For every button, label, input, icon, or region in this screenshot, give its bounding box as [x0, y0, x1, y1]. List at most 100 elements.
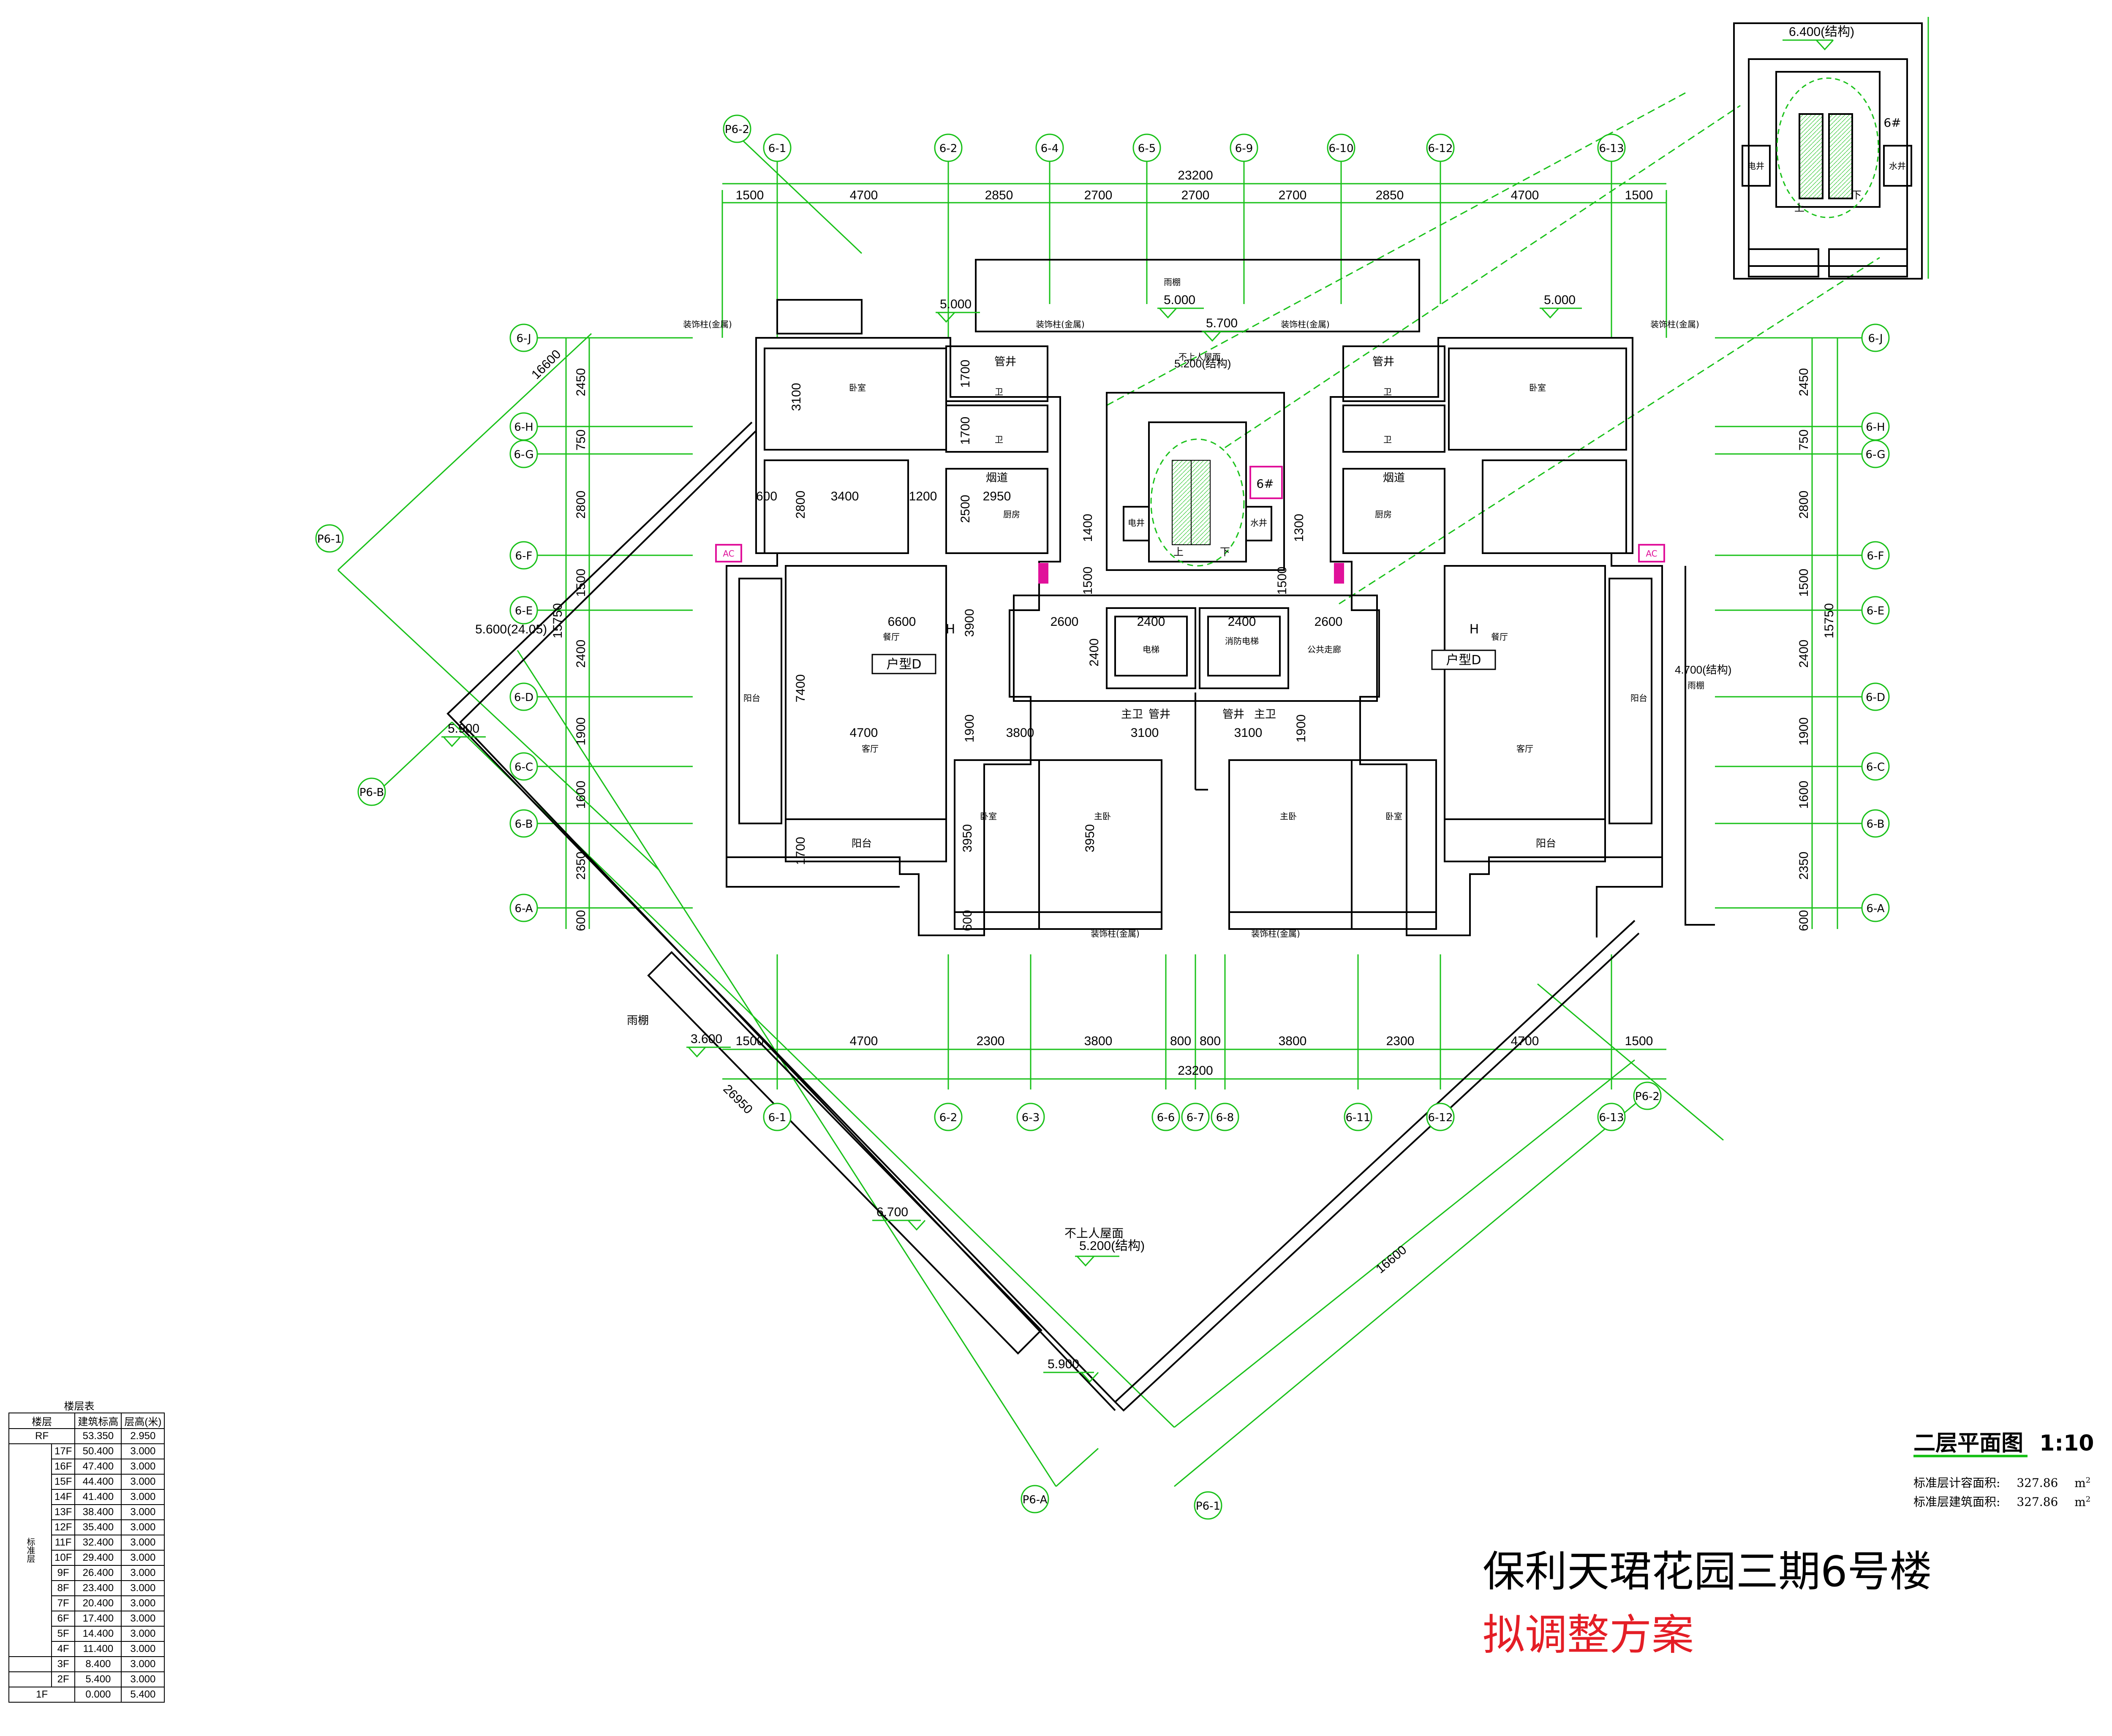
dim-bottom-seg-7: 3800	[1279, 1034, 1307, 1048]
dim-left-seg-5: 2400	[574, 640, 588, 668]
label-deco-2: 装饰柱(金属)	[1036, 319, 1085, 329]
dim-inner-7: 1200	[909, 489, 937, 503]
label-h-1: H	[946, 622, 955, 637]
dim-right-seg-7: 1600	[1797, 781, 1811, 809]
dim-inner-13: 1500	[1275, 567, 1289, 595]
height-cell: 3.000	[121, 1626, 165, 1642]
dim-bottom-seg-6: 800	[1200, 1034, 1221, 1048]
height-cell: 3.000	[121, 1535, 165, 1551]
elevation-cell: 23.400	[74, 1580, 122, 1596]
elevation-cell: 14.400	[74, 1626, 122, 1642]
axis-left-b: 6-B	[515, 818, 533, 831]
axis-top-2: 6-2	[939, 142, 957, 155]
label-elec: 电井	[1128, 518, 1145, 528]
dim-bottom-seg-10: 1500	[1625, 1034, 1653, 1048]
label-water: 水井	[1250, 518, 1267, 528]
magenta-markers	[715, 466, 1665, 584]
dim-inner-18: 2600	[1315, 615, 1343, 629]
dim-inner-29: 3950	[1083, 824, 1097, 853]
elev-5200-b: 5.200(结构)	[1079, 1239, 1145, 1253]
floor-cell: 6F	[51, 1611, 76, 1627]
label-canopy-top: 雨棚	[1164, 277, 1181, 287]
axis-top-7: 6-12	[1428, 142, 1453, 155]
dim-right-seg-9: 600	[1797, 910, 1811, 931]
label-detail-building-no: 6#	[1883, 116, 1901, 130]
area-label-1: 标准层计容面积:	[1913, 1476, 2000, 1490]
dim-inner-24: 1900	[963, 715, 977, 743]
elevation-cell: 8.400	[74, 1656, 122, 1672]
axis-diag-top: P6-2	[725, 123, 749, 136]
dim-left-seg-2: 750	[574, 429, 588, 451]
height-cell: 3.000	[121, 1641, 165, 1657]
dim-left-seg-9: 600	[574, 910, 588, 931]
floor-cell: 3F	[51, 1656, 76, 1672]
height-cell: 3.000	[121, 1611, 165, 1627]
label-flue-1: 烟道	[986, 472, 1008, 484]
label-detail-elec: 电井	[1747, 161, 1764, 171]
axis-left-d: 6-D	[514, 691, 533, 704]
dim-bottom-seg-2: 4700	[850, 1034, 878, 1048]
floor-cell: 13F	[51, 1504, 76, 1520]
label-up: 上	[1173, 546, 1184, 558]
label-living-2: 客厅	[1516, 744, 1533, 754]
walls	[446, 259, 1715, 1412]
axis-left-g: 6-G	[514, 448, 533, 461]
dim-diag-long: 26950	[721, 1082, 755, 1117]
floor-col-header: 楼层	[8, 1413, 76, 1429]
elev-5700: 5.700	[1206, 316, 1238, 330]
axis-diag-p6a: P6-A	[1023, 1494, 1048, 1506]
label-master-bed-2: 主卧	[1280, 811, 1297, 821]
floor-cell: 10F	[51, 1550, 76, 1566]
dim-inner-28: 3950	[961, 824, 974, 853]
dim-inner-15: 2600	[1051, 615, 1079, 629]
label-kitchen-2: 厨房	[1375, 509, 1392, 519]
floor-table-header: 楼层 建筑标高 层高(米)	[8, 1413, 165, 1429]
elev-5000-a: 5.000	[940, 297, 972, 311]
axis-left-e: 6-E	[515, 605, 533, 617]
axis-top-8: 6-13	[1599, 142, 1624, 155]
label-dining-1: 餐厅	[883, 632, 900, 642]
elev-5600: 5.600(24.05)	[475, 622, 547, 636]
dim-right-seg-5: 2400	[1797, 640, 1811, 668]
floor-cell: 8F	[51, 1580, 76, 1596]
label-deco-5: 装饰柱(金属)	[1091, 929, 1140, 939]
dim-top-seg-1: 1500	[736, 188, 764, 202]
axis-bubbles	[315, 114, 1890, 1520]
floor-cell: 9F	[51, 1565, 76, 1581]
project-title: 保利天珺花园三期6号楼	[1483, 1547, 1932, 1596]
elevation-cell: 32.400	[74, 1535, 122, 1551]
height-cell: 3.000	[121, 1504, 165, 1520]
axis-bottom-2: 6-2	[939, 1111, 957, 1124]
dim-left-seg-6: 1900	[574, 717, 588, 746]
label-detail-up: 上	[1794, 202, 1804, 214]
floor-cell: 11F	[51, 1535, 76, 1551]
elevation-cell: 17.400	[74, 1611, 122, 1627]
dim-inner-21: 7400	[794, 674, 808, 703]
label-lift-note: 消防电梯	[1225, 636, 1259, 646]
label-master-bath-1: 主卫	[1121, 708, 1143, 721]
label-dining-2: 餐厅	[1491, 632, 1508, 642]
height-cell: 3.000	[121, 1459, 165, 1475]
elev-5200: 5.200(结构)	[1174, 357, 1231, 370]
dim-inner-25: 3100	[1131, 726, 1159, 740]
elevation-cell: 53.350	[74, 1428, 122, 1444]
label-bath-4: 卫	[1383, 435, 1392, 445]
axis-left-a: 6-A	[514, 902, 533, 915]
height-cell: 3.000	[121, 1671, 165, 1687]
dim-bottom-seg-8: 2300	[1386, 1034, 1415, 1048]
dim-bottom-seg-3: 2300	[977, 1034, 1005, 1048]
elev-6700: 6.700	[876, 1205, 908, 1219]
elevation-cell: 41.400	[74, 1489, 122, 1505]
dim-bottom-total: 23200	[1178, 1064, 1213, 1078]
label-down: 下	[1220, 546, 1230, 558]
elevation-cell: 50.400	[74, 1443, 122, 1459]
height-cell: 3.000	[121, 1474, 165, 1490]
elev-4700: 4.700(结构)	[1675, 663, 1731, 676]
